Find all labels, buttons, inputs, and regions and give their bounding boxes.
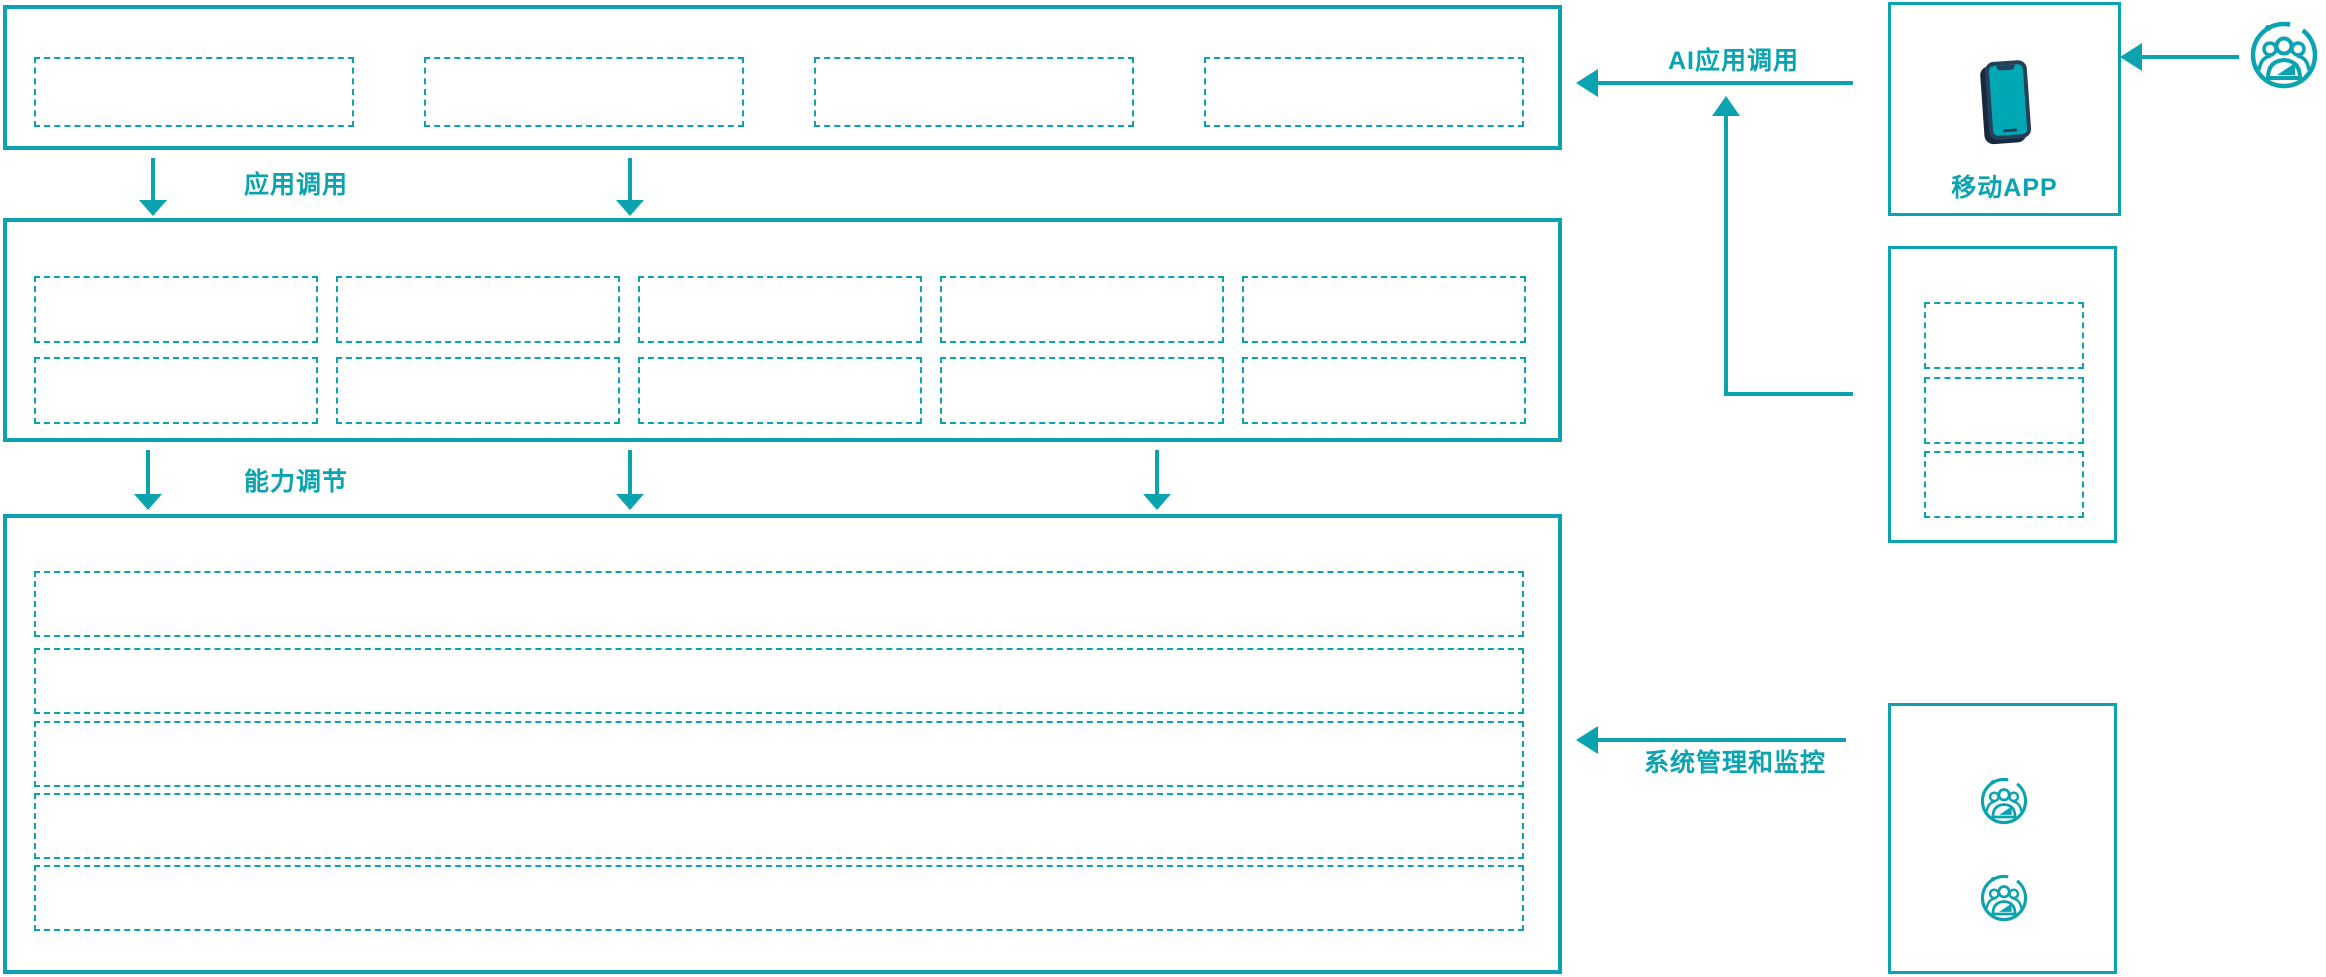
placeholder-box — [638, 357, 922, 424]
placeholder-box — [814, 57, 1134, 127]
placeholder-box — [34, 357, 318, 424]
placeholder-box — [1242, 276, 1526, 343]
arrow-app-call-left — [139, 158, 167, 216]
placeholder-box — [336, 357, 620, 424]
label-app-call: 应用调用 — [244, 171, 349, 199]
connector-client-up — [1712, 96, 1853, 396]
placeholder-box — [1924, 377, 2084, 444]
user-group-icon — [1979, 776, 2029, 826]
phone-homebar — [2003, 128, 2018, 133]
arrow-capability-1 — [134, 450, 162, 510]
placeholder-row — [34, 648, 1524, 714]
placeholder-box — [638, 276, 922, 343]
arrow-capability-2 — [616, 450, 644, 510]
placeholder-box — [1242, 357, 1526, 424]
label-capability-tune: 能力调节 — [244, 468, 349, 496]
placeholder-row — [34, 571, 1524, 637]
smartphone-icon — [1984, 59, 2032, 141]
label-ai-app-call: AI应用调用 — [1668, 47, 1800, 75]
client-panel — [1888, 246, 2117, 543]
label-system-monitor: 系统管理和监控 — [1644, 749, 1827, 777]
middle-layer-panel — [3, 218, 1562, 442]
user-group-icon — [2248, 19, 2320, 91]
placeholder-box — [1204, 57, 1524, 127]
placeholder-box — [1924, 451, 2084, 518]
arrow-user-to-app — [2120, 43, 2239, 71]
placeholder-box — [336, 276, 620, 343]
placeholder-box — [424, 57, 744, 127]
placeholder-box — [940, 276, 1224, 343]
top-layer-panel — [3, 5, 1562, 150]
placeholder-row — [34, 721, 1524, 787]
arrow-capability-3 — [1143, 450, 1171, 510]
placeholder-box — [1924, 302, 2084, 369]
bottom-layer-panel — [3, 514, 1562, 974]
placeholder-row — [34, 865, 1524, 931]
placeholder-box — [940, 357, 1224, 424]
placeholder-row — [34, 793, 1524, 859]
placeholder-box — [34, 57, 354, 127]
arrow-app-call-right — [616, 158, 644, 216]
mobile-app-panel: 移动APP — [1888, 2, 2121, 216]
placeholder-box — [34, 276, 318, 343]
phone-notch — [1996, 64, 2015, 71]
mobile-app-label: 移动APP — [1951, 174, 2058, 202]
admin-panel — [1888, 703, 2117, 974]
user-group-icon — [1979, 873, 2029, 923]
